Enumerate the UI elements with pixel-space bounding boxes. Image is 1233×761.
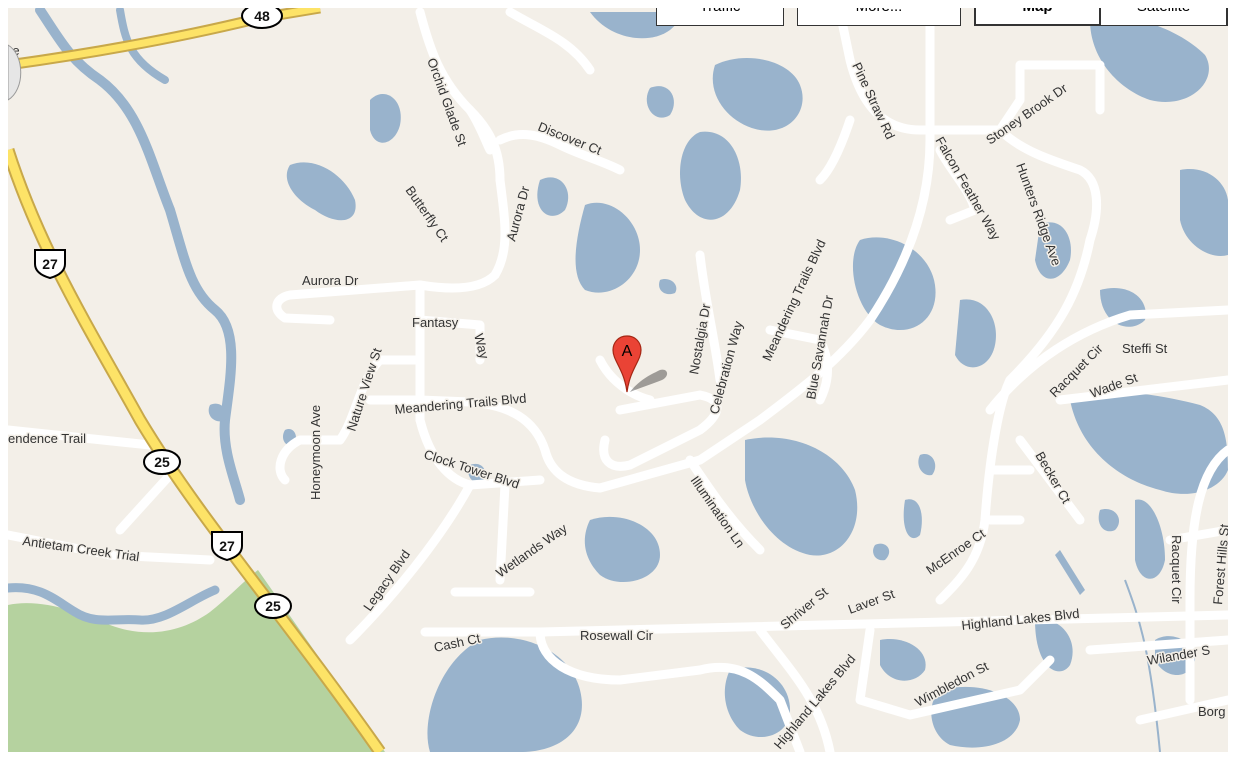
svg-text:27: 27 xyxy=(42,256,58,272)
marker-label: A xyxy=(622,343,633,360)
pond xyxy=(646,86,674,118)
pond xyxy=(468,463,486,483)
pond xyxy=(1098,509,1120,532)
street-label: Fantasy xyxy=(412,315,459,330)
street-label: Honeymoon Ave xyxy=(308,405,323,500)
frame-top xyxy=(0,0,1233,8)
route-48-highway-fill xyxy=(7,4,321,69)
svg-text:27: 27 xyxy=(219,538,235,554)
pond xyxy=(1070,392,1228,494)
pond xyxy=(880,639,926,681)
pond xyxy=(208,403,227,422)
pond xyxy=(903,499,922,539)
street-label: endence Trail xyxy=(8,431,86,446)
pond xyxy=(745,437,858,556)
pond xyxy=(1180,169,1228,256)
location-marker-a[interactable]: A xyxy=(612,334,668,396)
pond xyxy=(1035,222,1071,279)
us-27-shield: 27 xyxy=(211,531,243,562)
pond xyxy=(712,57,803,131)
us-27-highway-fill xyxy=(3,148,384,755)
park-area xyxy=(8,570,385,752)
pond xyxy=(724,667,790,738)
street-label: Rosewall Cir xyxy=(580,628,654,643)
river-west xyxy=(35,5,245,505)
pond xyxy=(680,131,741,220)
pond xyxy=(1035,619,1073,672)
svg-text:25: 25 xyxy=(154,454,170,470)
pond xyxy=(286,162,356,221)
us-27-shield: 27 xyxy=(34,249,66,280)
highways xyxy=(1,2,386,756)
svg-text:25: 25 xyxy=(265,598,281,614)
frame-right xyxy=(1228,0,1233,761)
pond xyxy=(873,543,890,561)
pond xyxy=(955,299,996,368)
pond xyxy=(1055,550,1085,595)
street-label: Racquet Cir xyxy=(1169,535,1184,604)
route-25-shield: 25 xyxy=(254,593,292,619)
marker-icon: A xyxy=(612,335,668,393)
pond xyxy=(427,637,582,752)
street-label: Borg xyxy=(1198,704,1225,719)
svg-text:48: 48 xyxy=(254,8,270,24)
pond xyxy=(1090,17,1209,102)
route-25-shield: 25 xyxy=(143,449,181,475)
frame-bottom xyxy=(0,752,1233,761)
pond xyxy=(584,516,660,583)
frame-left xyxy=(0,0,8,761)
street-label: Aurora Dr xyxy=(302,273,359,288)
pond xyxy=(1135,499,1165,579)
pond xyxy=(659,279,677,295)
pond xyxy=(537,177,569,216)
pan-control-edge[interactable] xyxy=(7,44,22,101)
route-48-shield: 48 xyxy=(241,3,283,29)
local-roads xyxy=(3,7,1233,757)
pond xyxy=(918,454,936,476)
street-label: Steffi St xyxy=(1122,341,1168,356)
river-south xyxy=(3,583,220,625)
pond xyxy=(370,94,401,143)
pond xyxy=(575,202,640,293)
